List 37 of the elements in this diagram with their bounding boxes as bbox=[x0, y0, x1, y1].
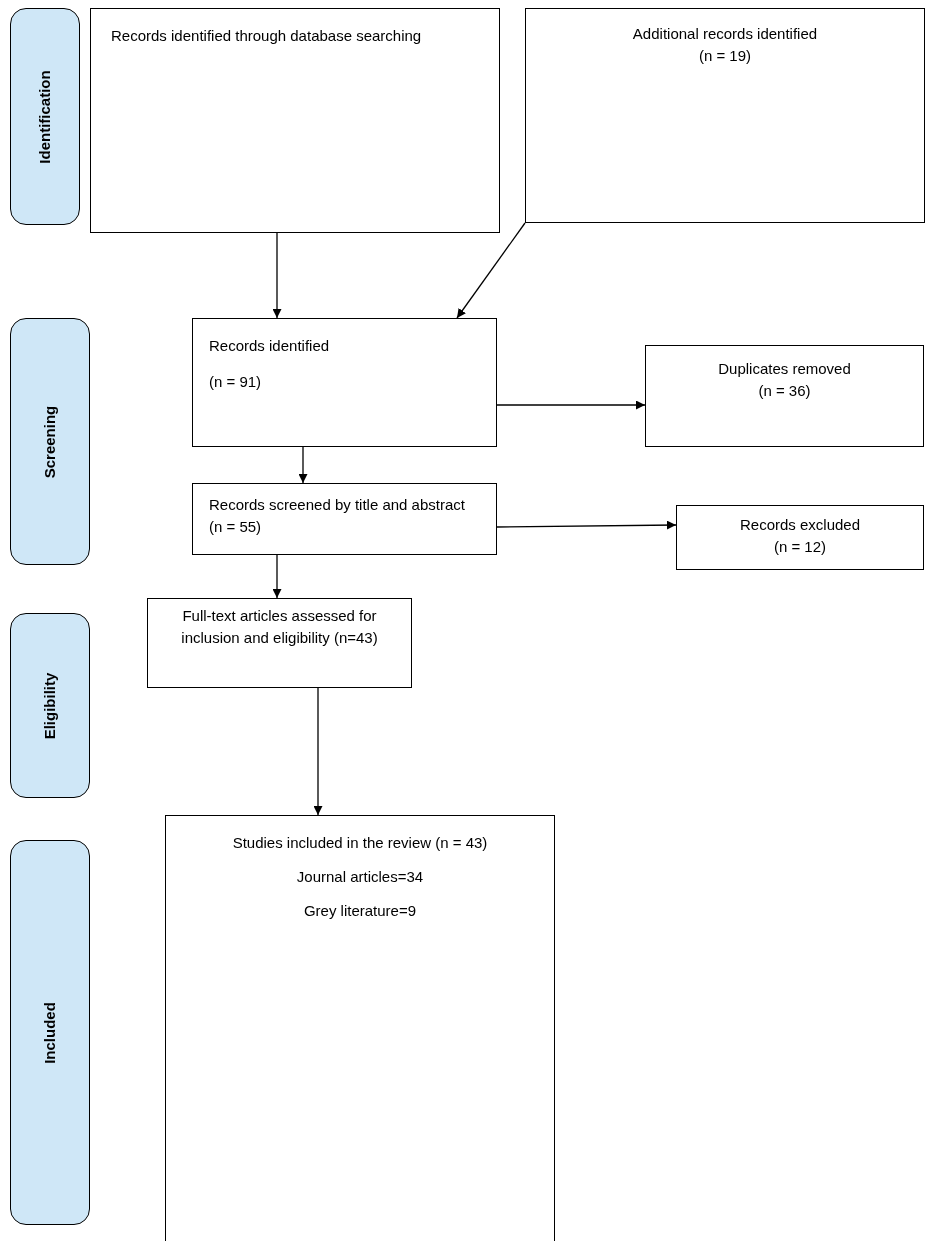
stage-label: Screening bbox=[40, 405, 60, 478]
process-box bbox=[525, 8, 925, 223]
stage-band bbox=[10, 613, 90, 798]
stage-label: Eligibility bbox=[40, 672, 60, 739]
arrow bbox=[456, 222, 526, 319]
process-box bbox=[165, 815, 555, 1241]
stage-label: Identification bbox=[35, 69, 55, 164]
process-box bbox=[192, 318, 497, 447]
process-box bbox=[90, 8, 500, 233]
box-text: Records screened by title and abstract (n = 55) bbox=[209, 495, 466, 537]
box-text: Duplicates removed bbox=[717, 359, 852, 379]
process-box bbox=[645, 345, 924, 447]
stage-label: Included bbox=[40, 1001, 60, 1064]
box-text: Studies included in the review (n = 43) bbox=[231, 833, 489, 853]
box-text: (n = 91) bbox=[209, 371, 263, 392]
box-text: Records identified bbox=[209, 336, 331, 356]
box-text: Records identified through database searching bbox=[111, 26, 423, 46]
box-text: Journal articles=34 bbox=[295, 866, 425, 887]
arrow bbox=[272, 232, 282, 319]
box-text: (n = 36) bbox=[757, 380, 812, 401]
process-box bbox=[192, 483, 497, 555]
box-text: Grey literature=9 bbox=[302, 900, 418, 921]
stage-band bbox=[10, 8, 80, 225]
arrow bbox=[496, 520, 677, 530]
arrow bbox=[272, 554, 282, 599]
process-box bbox=[147, 598, 412, 688]
arrow bbox=[298, 446, 308, 484]
box-text: Additional records identified bbox=[631, 24, 819, 44]
stage-band bbox=[10, 840, 90, 1225]
arrow bbox=[496, 400, 646, 410]
arrow bbox=[313, 687, 323, 816]
box-text: Full-text articles assessed for inclusion and eligibility (n=43) bbox=[180, 606, 379, 648]
box-text: Records excluded bbox=[738, 515, 862, 535]
process-box bbox=[676, 505, 924, 570]
box-text: (n = 19) bbox=[697, 45, 753, 66]
stage-band bbox=[10, 318, 90, 565]
box-text: (n = 12) bbox=[772, 536, 828, 557]
